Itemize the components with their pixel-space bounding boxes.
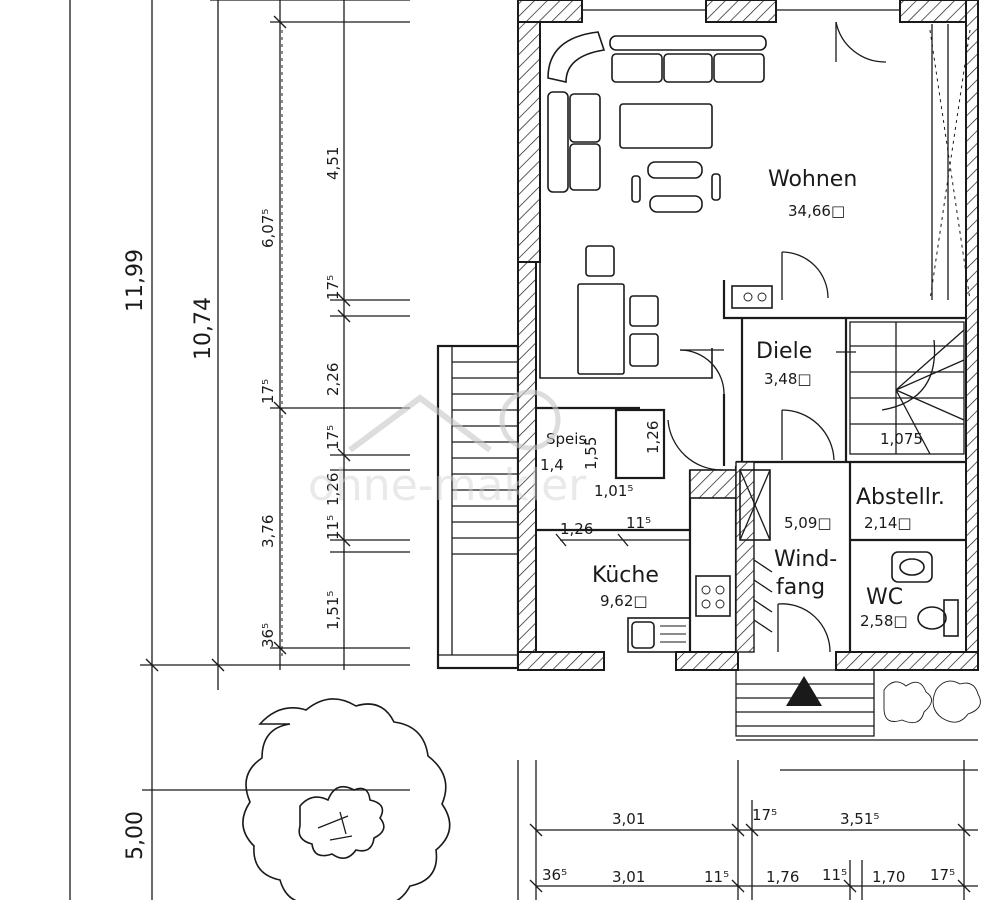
dim-row2-176: 1,76 xyxy=(766,868,799,886)
watermark: ohne-makler xyxy=(308,389,587,511)
room-windfang-name-2: fang xyxy=(776,575,825,600)
dim-row2-301: 3,01 xyxy=(612,868,645,886)
living-room-furniture xyxy=(539,29,971,379)
entrance-steps xyxy=(735,669,981,741)
dim-row2-115b: 11⁵ xyxy=(822,866,847,884)
room-wc-name: WC xyxy=(866,585,903,610)
doors xyxy=(667,21,887,653)
dim-speis-wall: 11⁵ xyxy=(626,514,651,532)
dim-365-v: 36⁵ xyxy=(259,623,277,648)
room-abstellr-name: Abstellr. xyxy=(856,485,945,510)
room-abstellr-area: 2,14□ xyxy=(864,514,912,532)
dim-total-height: 11,99 xyxy=(123,249,148,312)
dim-speis-155: 1,55 xyxy=(582,437,600,470)
exterior-walls xyxy=(517,0,979,671)
dim-row1-301: 3,01 xyxy=(612,810,645,828)
dim-226: 2,26 xyxy=(324,363,342,396)
room-windfang-area: 5,09□ xyxy=(784,514,832,532)
room-kueche-area: 9,62□ xyxy=(600,592,648,610)
horizontal-dimension-labels: 1,26 11⁵ 3,01 17⁵ 3,51⁵ 36⁵ 3,01 11⁵ 1,7… xyxy=(542,514,955,886)
room-wohnen-name: Wohnen xyxy=(768,167,857,192)
tree xyxy=(242,698,451,900)
room-labels: Wohnen 34,66□ Diele 3,48□ Speis 1,4 1,55… xyxy=(540,167,945,630)
room-diele-name: Diele xyxy=(756,339,812,364)
stair-dimension: 1,075 xyxy=(880,430,923,448)
dim-row1-3515: 3,51⁵ xyxy=(840,810,879,828)
dim-175-c: 17⁵ xyxy=(324,425,342,450)
dim-row1-175: 17⁵ xyxy=(752,806,777,824)
room-windfang-name-1: Wind- xyxy=(774,547,837,572)
dim-inner-height: 10,74 xyxy=(191,297,216,360)
bottom-dimension-lines xyxy=(517,533,978,900)
fixtures xyxy=(627,469,959,653)
vertical-dimension-labels: 11,99 10,74 6,07⁵ 4,51 17⁵ 17⁵ 2,26 17⁵ … xyxy=(123,147,342,860)
dim-speis-1015: 1,01⁵ xyxy=(594,482,633,500)
dim-451: 4,51 xyxy=(324,147,342,180)
room-kueche-name: Küche xyxy=(592,563,659,588)
room-diele-area: 3,48□ xyxy=(764,370,812,388)
dim-row2-175: 17⁵ xyxy=(930,866,955,884)
dim-row2-115: 11⁵ xyxy=(704,868,729,886)
dim-garden-depth: 5,00 xyxy=(123,811,148,860)
dim-115-v: 11⁵ xyxy=(324,515,342,540)
room-speis-area: 1,4 xyxy=(540,456,564,474)
left-dimension-lines xyxy=(69,0,410,900)
dim-row2-170: 1,70 xyxy=(872,868,905,886)
dim-126-v: 1,26 xyxy=(324,473,342,506)
dim-175-b: 17⁵ xyxy=(259,379,277,404)
dim-row2-365: 36⁵ xyxy=(542,866,567,884)
room-wc-area: 2,58□ xyxy=(860,612,908,630)
dim-175-a: 17⁵ xyxy=(324,275,342,300)
dim-376: 3,76 xyxy=(259,515,277,548)
room-wohnen-area: 34,66□ xyxy=(788,202,845,220)
dim-6075: 6,07⁵ xyxy=(259,209,277,248)
staircase xyxy=(836,321,965,455)
watermark-text: ohne-makler xyxy=(308,460,587,511)
dim-1515: 1,51⁵ xyxy=(324,591,342,630)
dim-speis-width: 1,26 xyxy=(560,520,593,538)
dim-speis-126: 1,26 xyxy=(644,421,662,454)
